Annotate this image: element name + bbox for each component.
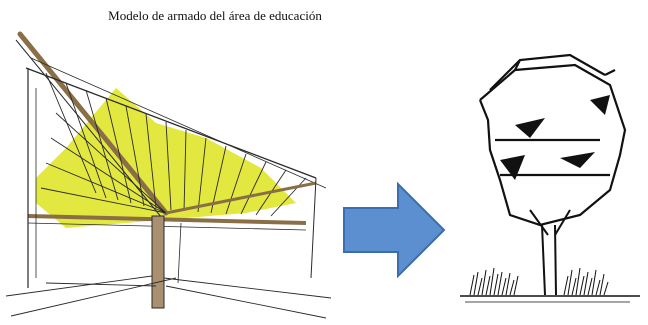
tree-canopy <box>478 53 627 227</box>
canopy-sketch-drawing <box>6 31 332 319</box>
tree-trunk <box>529 209 571 296</box>
canopy-ribs <box>40 72 307 217</box>
figure-caption: Modelo de armado del área de educación <box>108 8 322 23</box>
canopy-structure-sketch <box>6 28 336 320</box>
right-arrow-icon <box>343 181 446 279</box>
canopy-top-edge <box>25 67 317 179</box>
tree-sketch <box>460 40 645 310</box>
right-arrow <box>340 180 450 280</box>
central-column <box>151 215 165 309</box>
tree-grass <box>469 267 609 296</box>
lower-beam <box>27 214 307 225</box>
tree-sketch-drawing <box>460 53 640 303</box>
tree-shading <box>500 95 610 180</box>
ground-lines <box>6 275 332 319</box>
canopy-highlight <box>36 88 296 228</box>
